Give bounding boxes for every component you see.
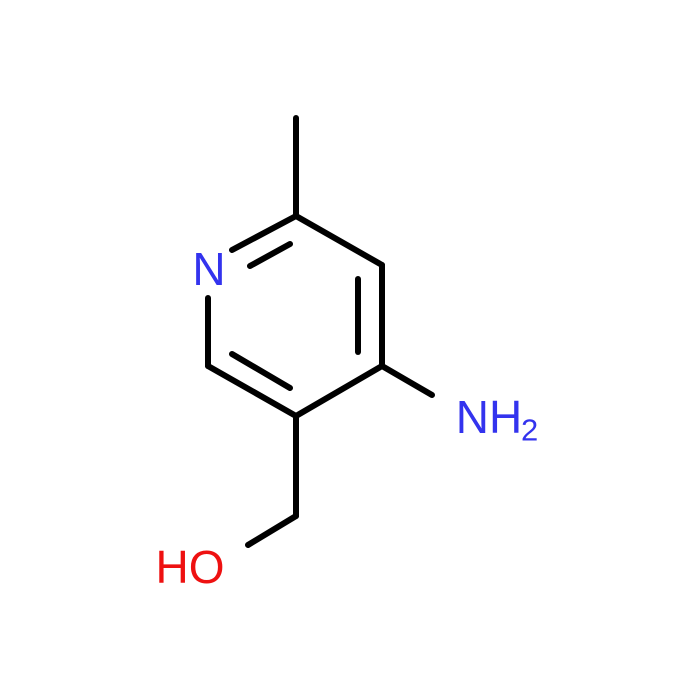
amino-group-subscript: 2 bbox=[521, 413, 538, 448]
bonds bbox=[205, 115, 435, 548]
bond-c6-c5-ring bbox=[293, 213, 385, 268]
atom-labels: N NH 2 HO bbox=[156, 243, 539, 593]
bond-c3-c2-ring bbox=[205, 363, 299, 419]
bond-c4-c3-ring bbox=[293, 363, 385, 419]
bond-c3-c2-inner-double bbox=[229, 351, 293, 391]
ring-nitrogen-label: N bbox=[192, 243, 225, 295]
hydroxyl-group-label: HO bbox=[156, 541, 225, 593]
bond-n1-c6-ring bbox=[229, 213, 299, 253]
amino-group-label: NH bbox=[456, 391, 522, 443]
bond-n1-c6-inner-double bbox=[247, 241, 293, 269]
bond-c4-amino bbox=[379, 363, 435, 398]
bond-ch2-oh bbox=[245, 513, 299, 548]
